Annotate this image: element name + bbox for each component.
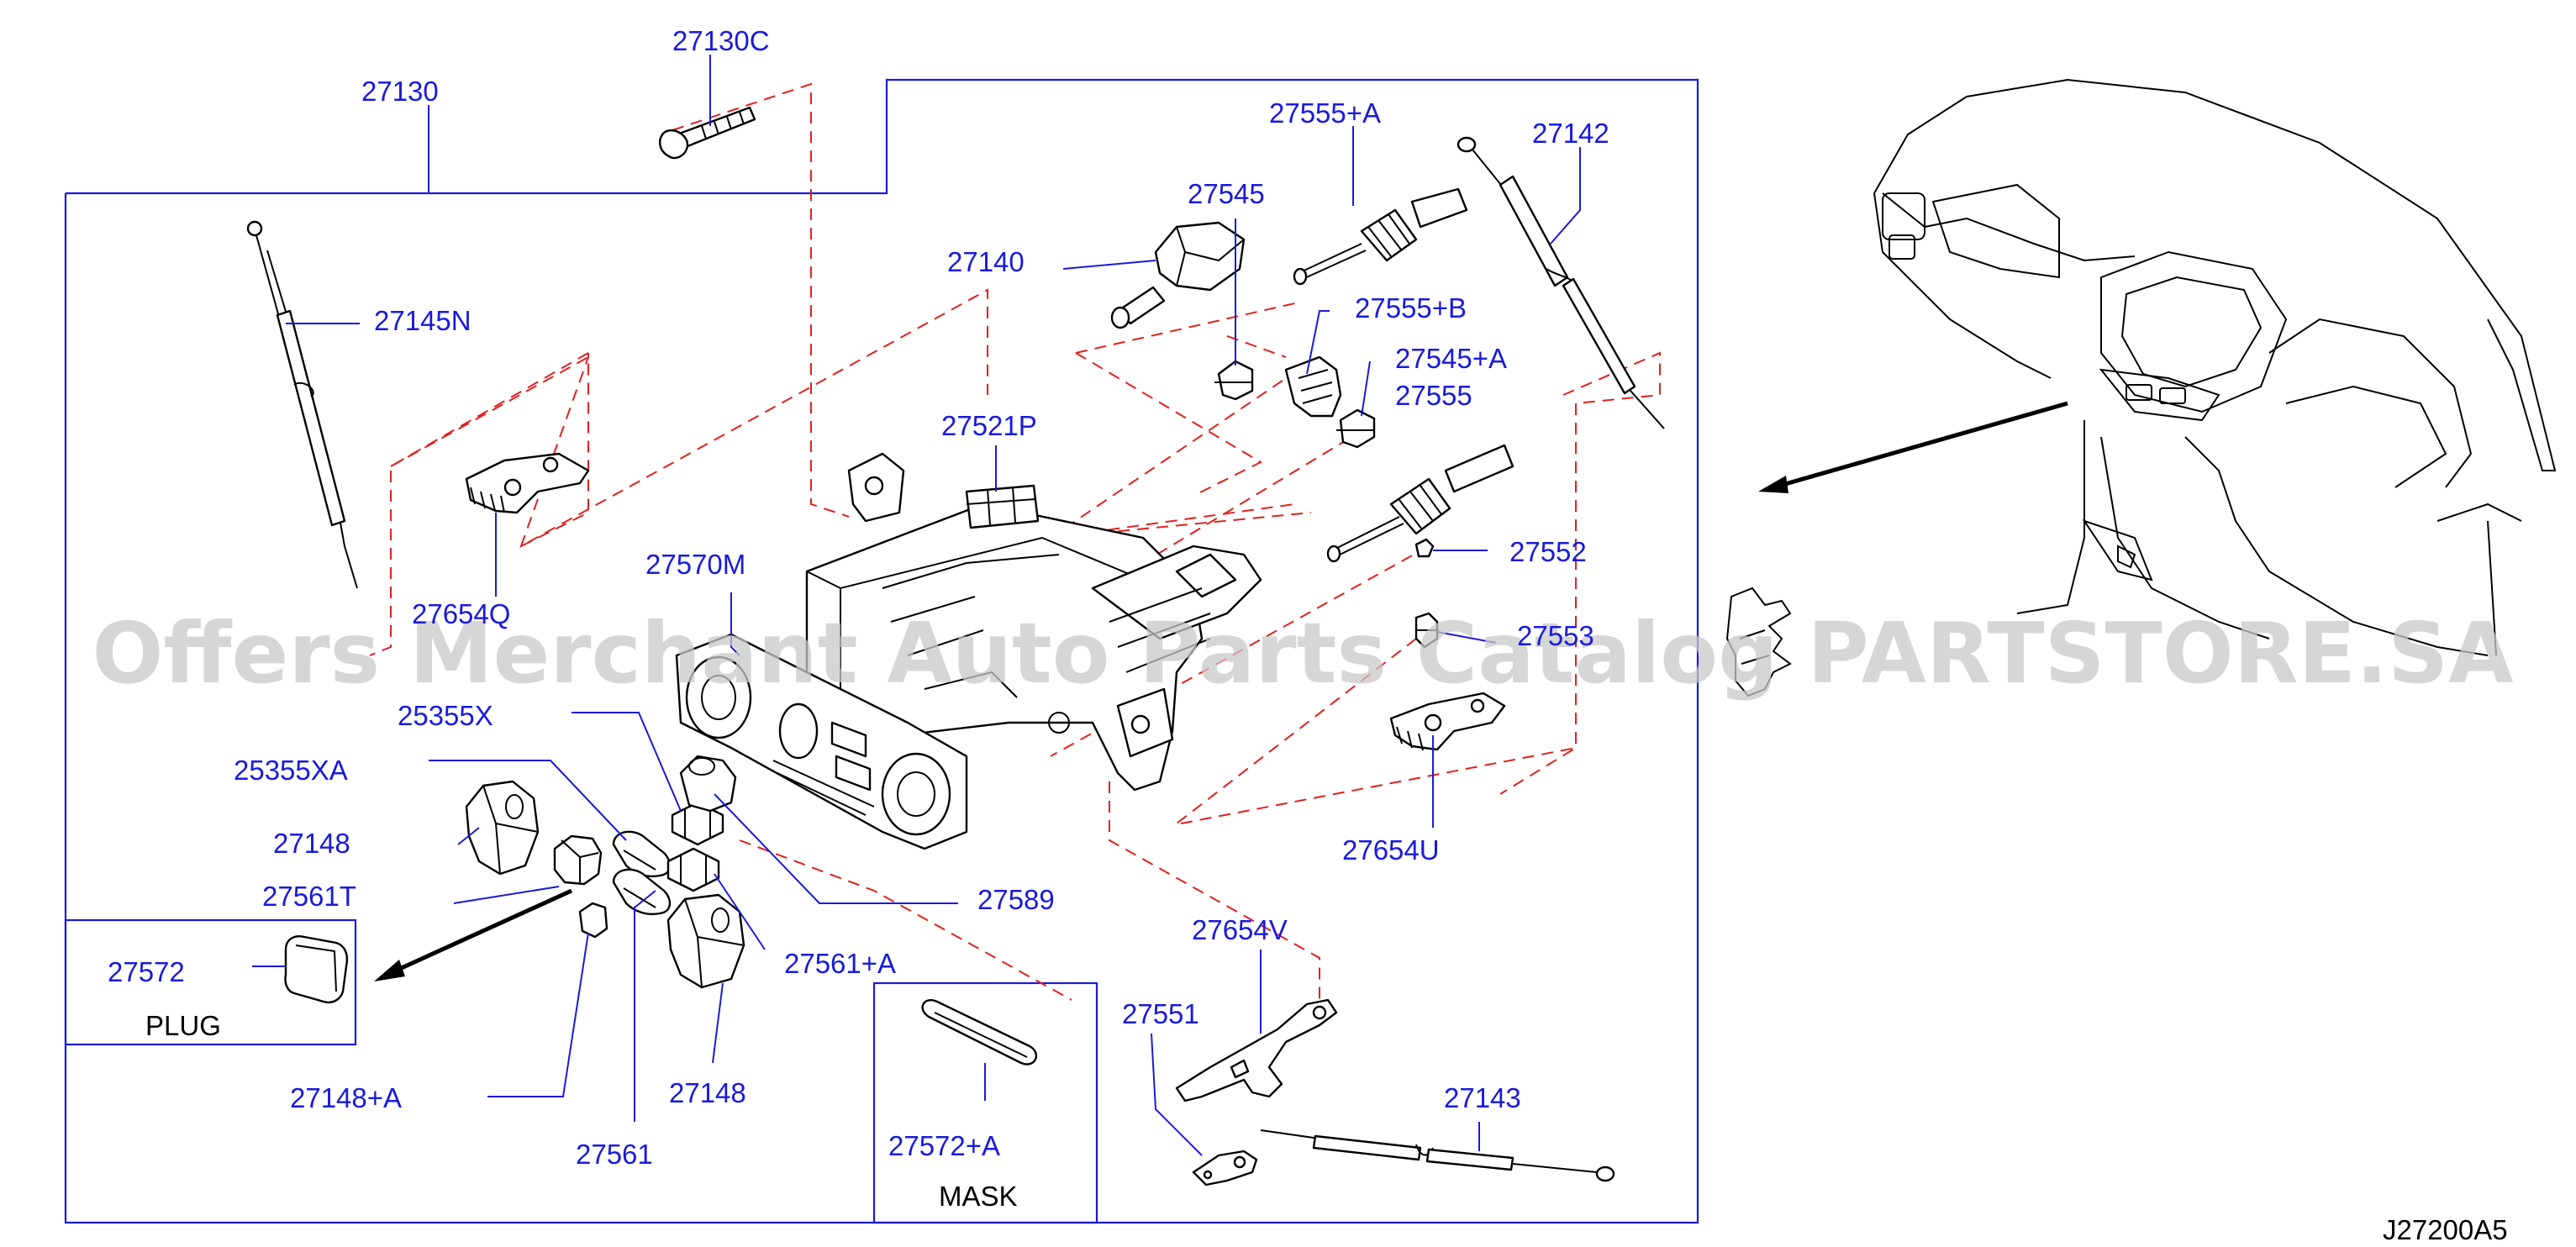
label-27545: 27545 [1188,178,1265,209]
mask-box [872,981,1098,1224]
part-27553-icon [1414,612,1439,649]
label-27589: 27589 [977,884,1055,915]
watermark-text: Offers Merchant Auto Parts Catalog PARTS… [92,604,2513,702]
bezel-face-plate-icon [675,633,968,850]
cable-27142-icon [1457,136,1665,429]
cable-27145N-icon [246,220,358,589]
lever-27654U-icon [1389,692,1506,751]
label-27561T: 27561T [262,881,356,912]
label-27553: 27553 [1517,620,1594,651]
lever-27551-icon [1192,1150,1258,1186]
screw-27130C-icon [659,106,756,160]
label-27545A: 27545+A [1395,343,1507,374]
label-27572A: 27572+A [888,1130,1000,1161]
label-27561: 27561 [576,1139,653,1170]
dashboard-overview-icon [1725,78,2557,697]
label-27148A: 27148+A [290,1082,402,1113]
mask-27572A-icon [921,999,1038,1065]
label-27555: 27555 [1395,380,1472,411]
plug-box [64,918,357,1046]
socket-27555-icon [1326,444,1515,563]
bracket-27654V-icon [1175,998,1338,1102]
knob-27148-bottom-icon [666,893,745,989]
label-25355XA: 25355XA [234,755,348,786]
connector-27561A-icon [666,847,720,892]
label-27130: 27130 [361,76,439,107]
part-27148A-icon [578,902,608,939]
label-27654U: 27654U [1342,834,1440,866]
direction-arrow-icon [374,888,573,981]
knob-27561T-icon [553,834,603,886]
part-drawings [246,78,2557,1186]
mask-caption: MASK [939,1181,1018,1212]
label-27654Q: 27654Q [412,598,510,629]
diagram-code: J27200A5 [2383,1214,2508,1245]
bushing-27589-icon [679,755,737,813]
socket-27555A-icon [1293,187,1468,286]
bulb-27545-icon [1214,360,1254,401]
knob-27140-icon [1110,221,1246,329]
label-27654V: 27654V [1192,914,1288,945]
label-27572: 27572 [108,956,185,987]
plug-27572-icon [284,935,348,1003]
label-27142: 27142 [1532,118,1609,149]
lever-27654Q-icon [465,452,590,514]
knob-27148-top-icon [465,780,540,876]
label-27148-bottom: 27148 [669,1077,746,1108]
part-labels: 27130C 27130 27555+A 27142 27545 27140 2… [108,25,1609,1170]
label-27570M: 27570M [645,549,745,580]
label-27140: 27140 [947,246,1025,277]
plug-caption: PLUG [145,1010,221,1041]
cable-27143-icon [1260,1129,1615,1182]
bulb-27552-icon [1414,538,1435,558]
label-27148-top: 27148 [273,828,350,859]
assembly-frame [64,78,1699,1224]
label-27130C: 27130C [672,25,770,56]
bulb-27545A-icon [1336,408,1376,449]
label-25355X: 25355X [398,700,493,731]
label-27521P: 27521P [941,410,1037,441]
label-27561A: 27561+A [784,948,896,979]
label-27555A: 27555+A [1269,97,1381,129]
label-27552: 27552 [1509,536,1587,567]
label-27551: 27551 [1122,998,1199,1029]
clip-27555B-icon [1284,355,1342,418]
label-27145N: 27145N [374,305,471,336]
label-27555B: 27555+B [1355,292,1467,324]
leader-lines [252,55,1581,1156]
label-27143: 27143 [1444,1082,1521,1113]
